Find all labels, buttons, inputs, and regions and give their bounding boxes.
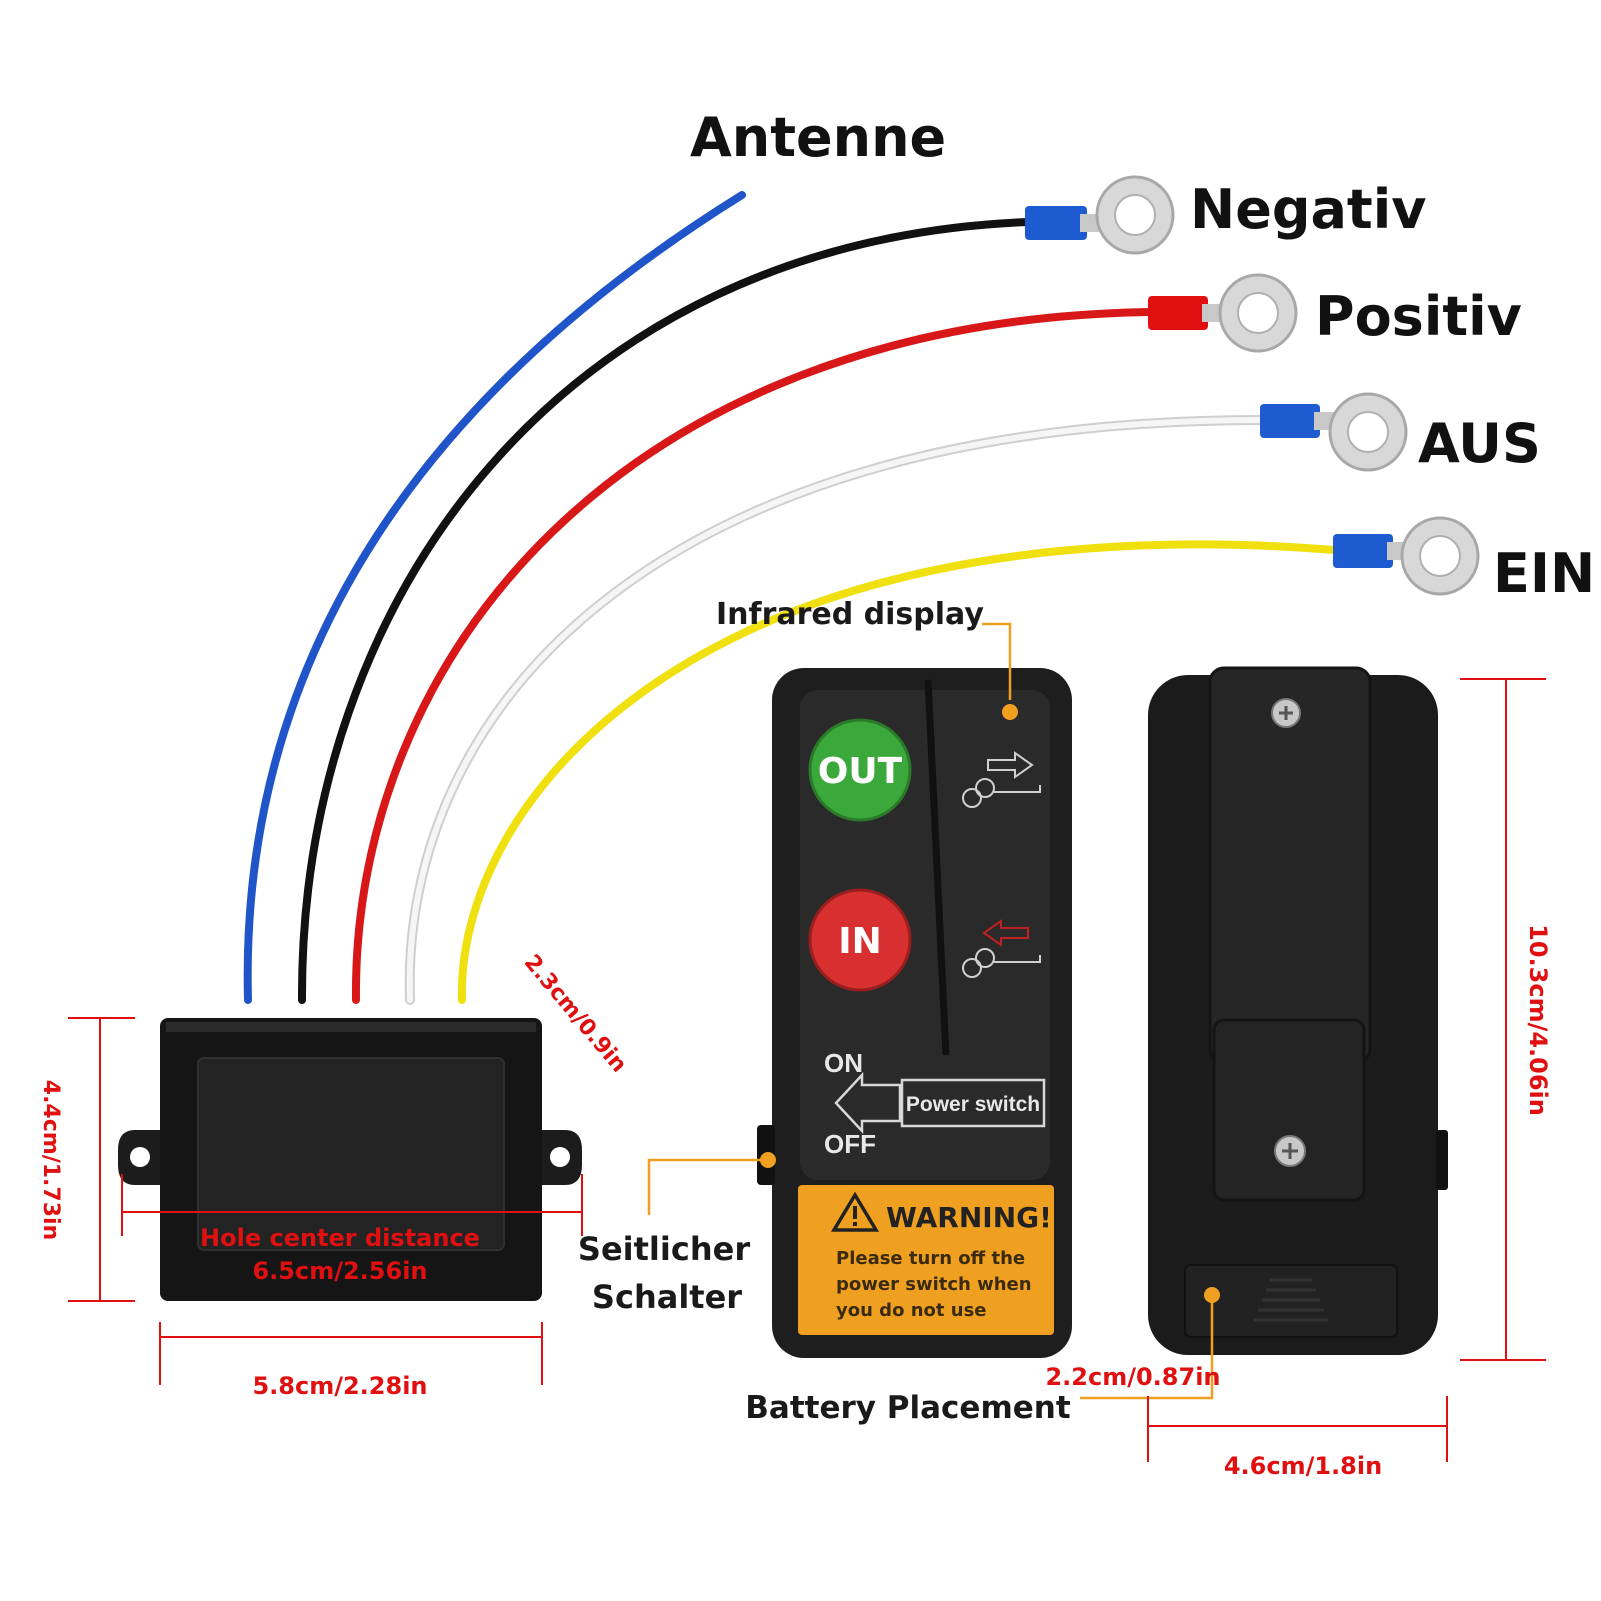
warning-line-3: you do not use bbox=[836, 1300, 987, 1321]
dim-remote-width: 4.6cm/1.8in bbox=[1224, 1452, 1382, 1480]
winch-in-icon bbox=[962, 919, 1041, 978]
remote-front: OUT IN ON OFF Power switch bbox=[757, 668, 1072, 1358]
in-button[interactable]: IN bbox=[808, 888, 912, 992]
callout-side-switch-line2: Schalter bbox=[592, 1278, 742, 1316]
dim-receiver-width: 5.8cm/2.28in bbox=[252, 1372, 427, 1400]
terminal-on bbox=[1333, 516, 1480, 596]
remote-back bbox=[1148, 666, 1448, 1355]
label-negativ: Negativ bbox=[1190, 178, 1426, 241]
dim-receiver-height: 4.4cm/1.73in bbox=[38, 1080, 63, 1240]
power-arrow-icon bbox=[834, 1071, 902, 1135]
marker-side-switch bbox=[760, 1152, 776, 1168]
label-ein: EIN bbox=[1493, 542, 1595, 605]
warning-line-1: Please turn off the bbox=[836, 1248, 1025, 1269]
leader-battery bbox=[1080, 1298, 1214, 1400]
power-switch-box bbox=[900, 1078, 1046, 1128]
out-button[interactable]: OUT bbox=[808, 718, 912, 822]
on-label: ON bbox=[824, 1048, 863, 1078]
wire-bundle bbox=[243, 191, 1339, 1005]
terminal-off bbox=[1260, 392, 1408, 472]
wire-on bbox=[457, 540, 1339, 1004]
wire-negative bbox=[297, 218, 1032, 1004]
label-positiv: Positiv bbox=[1315, 285, 1522, 348]
dim-hole-center-line2: 6.5cm/2.56in bbox=[252, 1257, 427, 1285]
power-switch-label: Power switch bbox=[906, 1093, 1040, 1116]
dimline-remote-width bbox=[1147, 1396, 1448, 1462]
winch-out-icon bbox=[962, 751, 1041, 808]
leader-side-switch bbox=[647, 1158, 768, 1215]
label-aus: AUS bbox=[1418, 412, 1541, 475]
dimline-receiver-height bbox=[68, 1017, 135, 1302]
callout-infrared-display: Infrared display bbox=[716, 597, 984, 632]
wire-positive bbox=[351, 308, 1154, 1004]
label-antenne: Antenne bbox=[690, 106, 946, 169]
terminal-negative bbox=[1025, 175, 1175, 255]
dimline-receiver-width bbox=[159, 1322, 543, 1385]
wire-antenna bbox=[243, 191, 746, 1004]
marker-infrared bbox=[1002, 704, 1018, 720]
terminal-positive bbox=[1148, 273, 1298, 353]
dim-remote-height: 10.3cm/4.06in bbox=[1524, 924, 1552, 1116]
wire-off-core bbox=[406, 417, 1265, 1003]
in-button-label: IN bbox=[838, 921, 882, 962]
receiver-box bbox=[118, 1018, 582, 1301]
dim-hole-center-line1: Hole center distance bbox=[200, 1224, 480, 1252]
callout-side-switch-line1: Seitlicher bbox=[578, 1230, 750, 1268]
out-button-label: OUT bbox=[818, 751, 903, 792]
leader-infrared bbox=[982, 622, 1012, 700]
warning-triangle-icon bbox=[830, 1191, 880, 1232]
warning-title: WARNING! bbox=[886, 1201, 1052, 1234]
warning-label: WARNING! Please turn off the power switc… bbox=[798, 1185, 1054, 1335]
callout-battery-placement: Battery Placement bbox=[745, 1390, 1071, 1426]
dimline-remote-height bbox=[1460, 678, 1546, 1361]
warning-line-2: power switch when bbox=[836, 1274, 1032, 1295]
off-label: OFF bbox=[824, 1129, 876, 1159]
dim-remote-depth: 2.2cm/0.87in bbox=[1045, 1363, 1220, 1391]
dimline-hole-center bbox=[121, 1174, 583, 1236]
marker-battery bbox=[1204, 1287, 1220, 1303]
